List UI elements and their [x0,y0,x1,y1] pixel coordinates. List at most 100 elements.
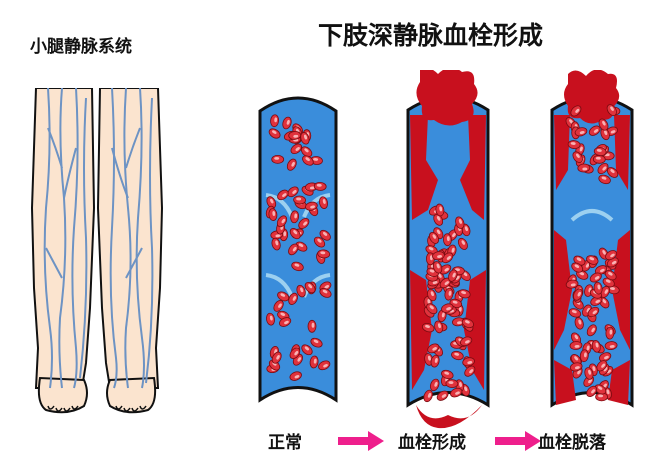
red-blood-cell-highlight [595,156,601,160]
red-blood-cell-highlight [592,310,597,315]
red-blood-cell-highlight [313,358,317,364]
red-blood-cell-highlight [303,221,308,226]
red-blood-cell-highlight [579,131,585,135]
red-blood-cell-highlight [594,276,600,280]
red-blood-cell-highlight [577,369,581,375]
red-blood-cell-highlight [294,213,298,219]
red-blood-cell-highlight [317,238,322,243]
red-blood-cell-highlight [427,355,431,361]
red-blood-cell-highlight [275,240,279,246]
red-blood-cell-highlight [311,322,315,328]
red-blood-cell-highlight [275,234,281,238]
red-blood-cell-highlight [294,263,300,267]
red-blood-cell-highlight [610,287,615,290]
red-blood-cell-highlight [292,246,297,252]
red-blood-cell-highlight [610,130,616,134]
red-blood-cell-highlight [298,243,304,247]
calf-venous-system-title: 小腿静脉系统 [30,37,132,57]
red-blood-cell-highlight [436,216,441,221]
red-blood-cell-highlight [276,355,280,360]
red-blood-cell-highlight [604,355,609,360]
red-blood-cell-highlight [576,257,582,261]
red-blood-cell-highlight [597,386,603,390]
red-blood-cell-highlight [438,273,442,278]
red-blood-cell-highlight [446,255,452,260]
stage-label-thrombus-forming: 血栓形成 [398,433,466,453]
red-blood-cell-highlight [282,193,287,197]
red-blood-cell-highlight [429,269,435,273]
red-blood-cell-highlight [451,247,455,253]
red-blood-cell-highlight [597,284,601,290]
red-blood-cell-highlight [295,147,300,151]
red-blood-cell-highlight [595,299,601,304]
red-blood-cell-highlight [304,148,309,153]
red-blood-cell-highlight [588,369,592,375]
red-blood-cell-highlight [458,219,462,224]
red-blood-cell-highlight [281,218,286,224]
red-blood-cell-highlight [278,303,282,308]
red-blood-cell-highlight [611,260,617,265]
red-blood-cell-highlight [272,130,277,134]
red-blood-cell-highlight [465,320,470,324]
red-blood-cell-highlight [286,119,290,125]
red-blood-cell-highlight [322,199,326,204]
red-blood-cell-highlight [574,264,580,269]
red-blood-cell-highlight [459,382,462,388]
red-blood-cell-highlight [574,344,580,348]
red-blood-cell-highlight [585,263,590,268]
red-blood-cell-highlight [455,391,460,395]
red-blood-cell-highlight [467,361,473,365]
red-blood-cell-highlight [610,253,615,258]
red-blood-cell-highlight [604,289,609,294]
red-blood-cell-highlight [605,279,611,283]
red-blood-cell-highlight [297,357,302,362]
red-blood-cell-highlight [294,375,300,379]
red-blood-cell-highlight [457,321,463,325]
red-blood-cell-highlight [284,320,289,325]
red-blood-cell-highlight [313,339,319,344]
main-title: 下肢深静脉血栓形成 [318,21,544,50]
red-blood-cell-highlight [601,363,606,368]
red-blood-cell-highlight [582,167,588,171]
red-blood-cell-highlight [444,371,450,375]
red-blood-cell-highlight [583,352,587,358]
red-blood-cells [565,104,621,402]
red-blood-cell-highlight [316,183,322,187]
red-blood-cell-highlight [309,186,315,190]
red-blood-cell-highlight [596,149,602,152]
red-blood-cell-highlight [595,342,599,348]
red-blood-cell-highlight [448,381,454,384]
red-blood-cell-highlight [432,347,437,351]
red-blood-cell-highlight [602,120,606,126]
red-blood-cell-highlight [304,134,308,140]
red-blood-cell-highlight [593,129,599,133]
red-blood-cell-highlight [304,346,309,351]
red-blood-cell-highlight [444,281,449,285]
red-blood-cell-highlight [569,119,573,124]
red-blood-cell-highlight [604,130,608,135]
red-blood-cell-highlight [576,153,580,158]
red-blood-cell-highlight [292,296,297,301]
red-blood-cell-highlight [441,394,447,398]
red-blood-cell-highlight [270,198,274,204]
red-blood-cell-highlight [589,257,595,261]
arrow-right-icon [338,431,384,451]
red-blood-cell-highlight [577,291,581,297]
red-blood-cell-highlight [305,157,310,161]
red-blood-cell-highlight [429,305,434,310]
red-blood-cell-highlight [293,230,298,235]
red-blood-cell-highlight [283,231,287,237]
red-blood-cell-highlight [425,324,430,328]
red-blood-cell-highlight [441,312,445,318]
leg-veins [43,88,154,389]
red-blood-cell-highlight [461,240,466,245]
red-blood-cell-highlight [452,300,458,304]
red-blood-cell-highlight [436,263,440,269]
red-blood-cell-highlight [464,386,468,392]
red-blood-cell-highlight [452,232,456,238]
red-blood-cell-highlight [606,369,612,374]
red-blood-cell-highlight [586,345,590,351]
red-blood-cell-highlight [446,236,450,242]
red-blood-cell-highlight [292,189,297,194]
red-blood-cell-highlight [280,312,286,316]
